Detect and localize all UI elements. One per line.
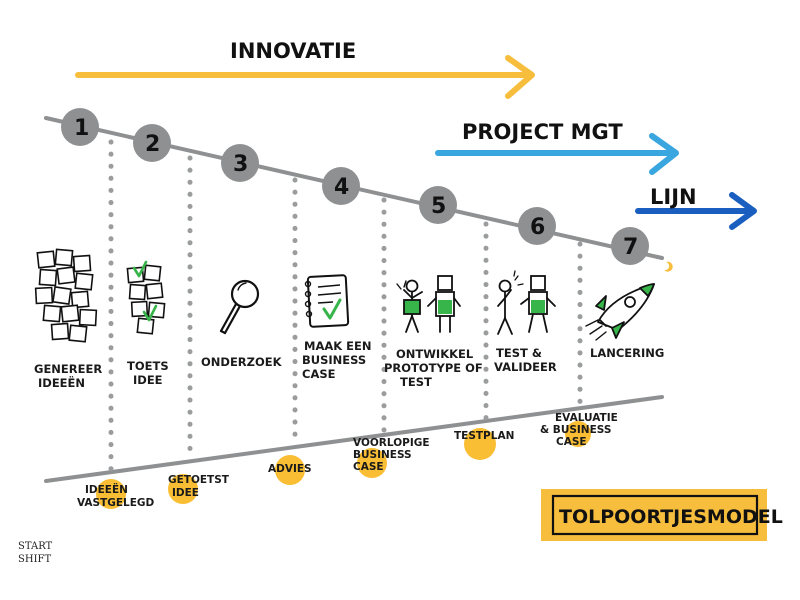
step-marker-5: 5 [419, 186, 457, 224]
svg-text:SHIFT: SHIFT [18, 554, 51, 565]
step-number: 4 [334, 175, 349, 200]
step-number: 2 [145, 132, 160, 157]
rocket-icon [585, 261, 673, 341]
stage-label-3: ONDERZOEK [201, 355, 283, 369]
stage-labels: GENEREER IDEEËN TOETS IDEE ONDERZOEK MAA… [34, 339, 664, 390]
step-number: 7 [623, 235, 638, 260]
title-label: TOLPOORTJESMODEL [559, 506, 783, 528]
stage-label-6: TEST & VALIDEER [494, 346, 557, 374]
step-marker-2: 2 [133, 124, 171, 162]
notebook-icon [304, 274, 350, 328]
bottom-diagonal-line [44, 395, 664, 483]
gate-label-4: VOORLOPIGE BUSINESS CASE [353, 437, 433, 473]
innovation-arrow: INNOVATIE [75, 39, 535, 99]
step-number: 6 [530, 215, 545, 240]
gate-label-2: GETOETST IDEE [168, 474, 233, 499]
step-markers: 1 2 3 4 5 6 7 [61, 108, 649, 265]
stage-label-7: LANCERING [590, 346, 664, 360]
gate-label-1: IDEEËN VASTGELEGD [77, 482, 155, 509]
step-marker-1: 1 [61, 108, 99, 146]
gate-label-3: ADVIES [268, 463, 312, 475]
gate-dot [96, 479, 126, 509]
title-box: TOLPOORTJESMODEL [541, 489, 783, 541]
robot-prototype-icon [396, 275, 461, 333]
stage-label-1: GENEREER IDEEËN [34, 362, 106, 390]
step-number: 3 [233, 152, 248, 177]
gate-label-6: EVALUATIE & BUSINESS CASE [540, 412, 621, 448]
gate-dividers [108, 139, 583, 473]
stage-label-4: MAAK EEN BUSINESS CASE [302, 339, 376, 381]
step-number: 1 [74, 116, 89, 141]
svg-text:START: START [18, 541, 53, 552]
step-marker-4: 4 [322, 167, 360, 205]
gate-label-5: TESTPLAN [454, 430, 514, 442]
lijn-label: LIJN [650, 185, 697, 209]
gate-dot [168, 474, 198, 504]
gate-dot [464, 428, 496, 460]
step-number: 5 [431, 194, 446, 219]
gate-dot [565, 421, 591, 447]
step-marker-6: 6 [518, 207, 556, 245]
innovation-label: INNOVATIE [230, 39, 356, 63]
stage-label-5: ONTWIKKEL PROTOTYPE OF TEST [384, 347, 487, 389]
project-arrow: PROJECT MGT [435, 120, 679, 175]
signature-logo: START SHIFT [18, 541, 53, 565]
stage-label-2: TOETS IDEE [127, 359, 173, 387]
gate-dots [96, 421, 591, 509]
magnifier-icon [219, 279, 260, 335]
checked-notes-icon [126, 260, 166, 335]
gate-labels: IDEEËN VASTGELEGD GETOETST IDEE ADVIES V… [77, 412, 621, 509]
step-marker-7: 7 [611, 227, 649, 265]
lijn-arrow: LIJN [635, 185, 757, 230]
project-label: PROJECT MGT [462, 120, 623, 144]
step-marker-3: 3 [221, 144, 259, 182]
gate-dot [275, 455, 305, 485]
gate-dot [357, 448, 387, 478]
testers-icon [497, 270, 556, 335]
sticky-notes-icon [34, 248, 98, 343]
